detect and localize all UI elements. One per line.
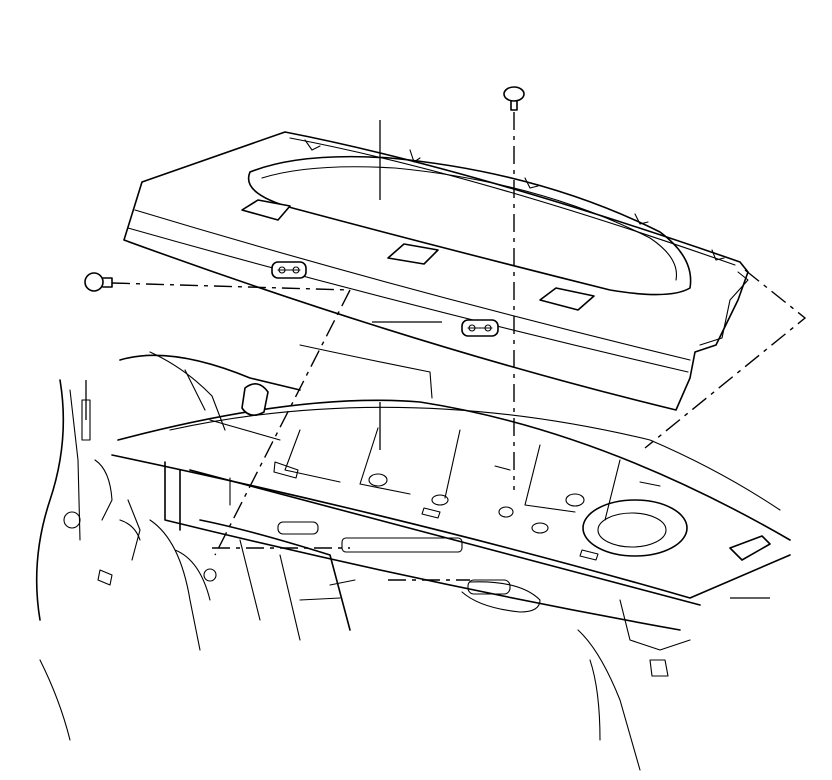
- push-pin-retainer-top: [503, 86, 525, 111]
- rear-shelf-trim-panel: [123, 131, 749, 411]
- vehicle-body-structure: [35, 344, 791, 771]
- push-pin-retainer-left: [84, 272, 113, 292]
